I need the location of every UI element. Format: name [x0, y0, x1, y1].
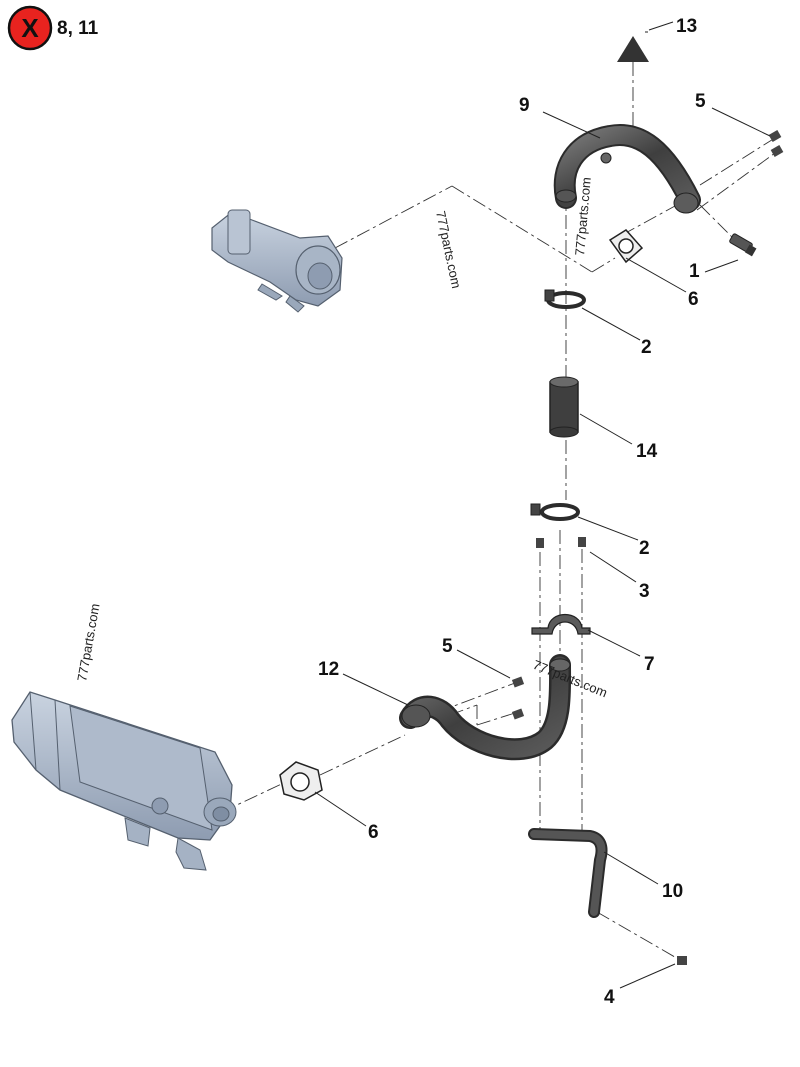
- callout-13: 13: [676, 16, 697, 37]
- lower-bolts-part: [511, 676, 525, 720]
- callout-7: 7: [644, 654, 655, 675]
- valve-body-part: [211, 209, 343, 313]
- watermark: 777parts.com: [433, 210, 464, 290]
- callout-6-upper: 6: [688, 289, 699, 310]
- sensor-part: [729, 233, 757, 257]
- callout-12: 12: [318, 659, 339, 680]
- callout-1: 1: [689, 261, 700, 282]
- upper-pipe-part: [553, 124, 701, 214]
- callout-3: 3: [639, 581, 650, 602]
- callout-6-lower: 6: [368, 822, 379, 843]
- callout-9: 9: [519, 95, 530, 116]
- egr-cooler-part: [11, 691, 237, 871]
- support-rod-part: [528, 828, 608, 918]
- watermark: 777parts.com: [572, 176, 594, 256]
- upper-bolts-part: [768, 130, 784, 157]
- callout-2-lower: 2: [639, 538, 650, 559]
- callout-5-lower: 5: [442, 636, 453, 657]
- watermark: 777parts.com: [74, 602, 102, 682]
- upper-gasket-part: [608, 229, 644, 264]
- callout-10: 10: [662, 881, 683, 902]
- direction-arrow-icon: [617, 36, 649, 62]
- upper-clamp-part: [544, 289, 586, 309]
- lower-clamp-part: [530, 503, 580, 521]
- hose-sleeve-part: [549, 376, 579, 438]
- callout-5-upper: 5: [695, 91, 706, 112]
- bracket-part: [531, 614, 591, 635]
- callout-4: 4: [604, 987, 615, 1008]
- lower-pipe-part: [399, 654, 572, 761]
- bracket-bolts-part: [536, 537, 586, 548]
- callout-14: 14: [636, 441, 658, 462]
- x-circle-icon: X: [7, 5, 53, 51]
- excluded-items-text: 8, 11: [57, 18, 99, 39]
- rod-bolt-part: [677, 956, 687, 965]
- leader-lines: [314, 21, 771, 989]
- lower-gasket-part: [279, 761, 323, 801]
- callout-2-upper: 2: [641, 337, 652, 358]
- x-letter: X: [21, 13, 39, 43]
